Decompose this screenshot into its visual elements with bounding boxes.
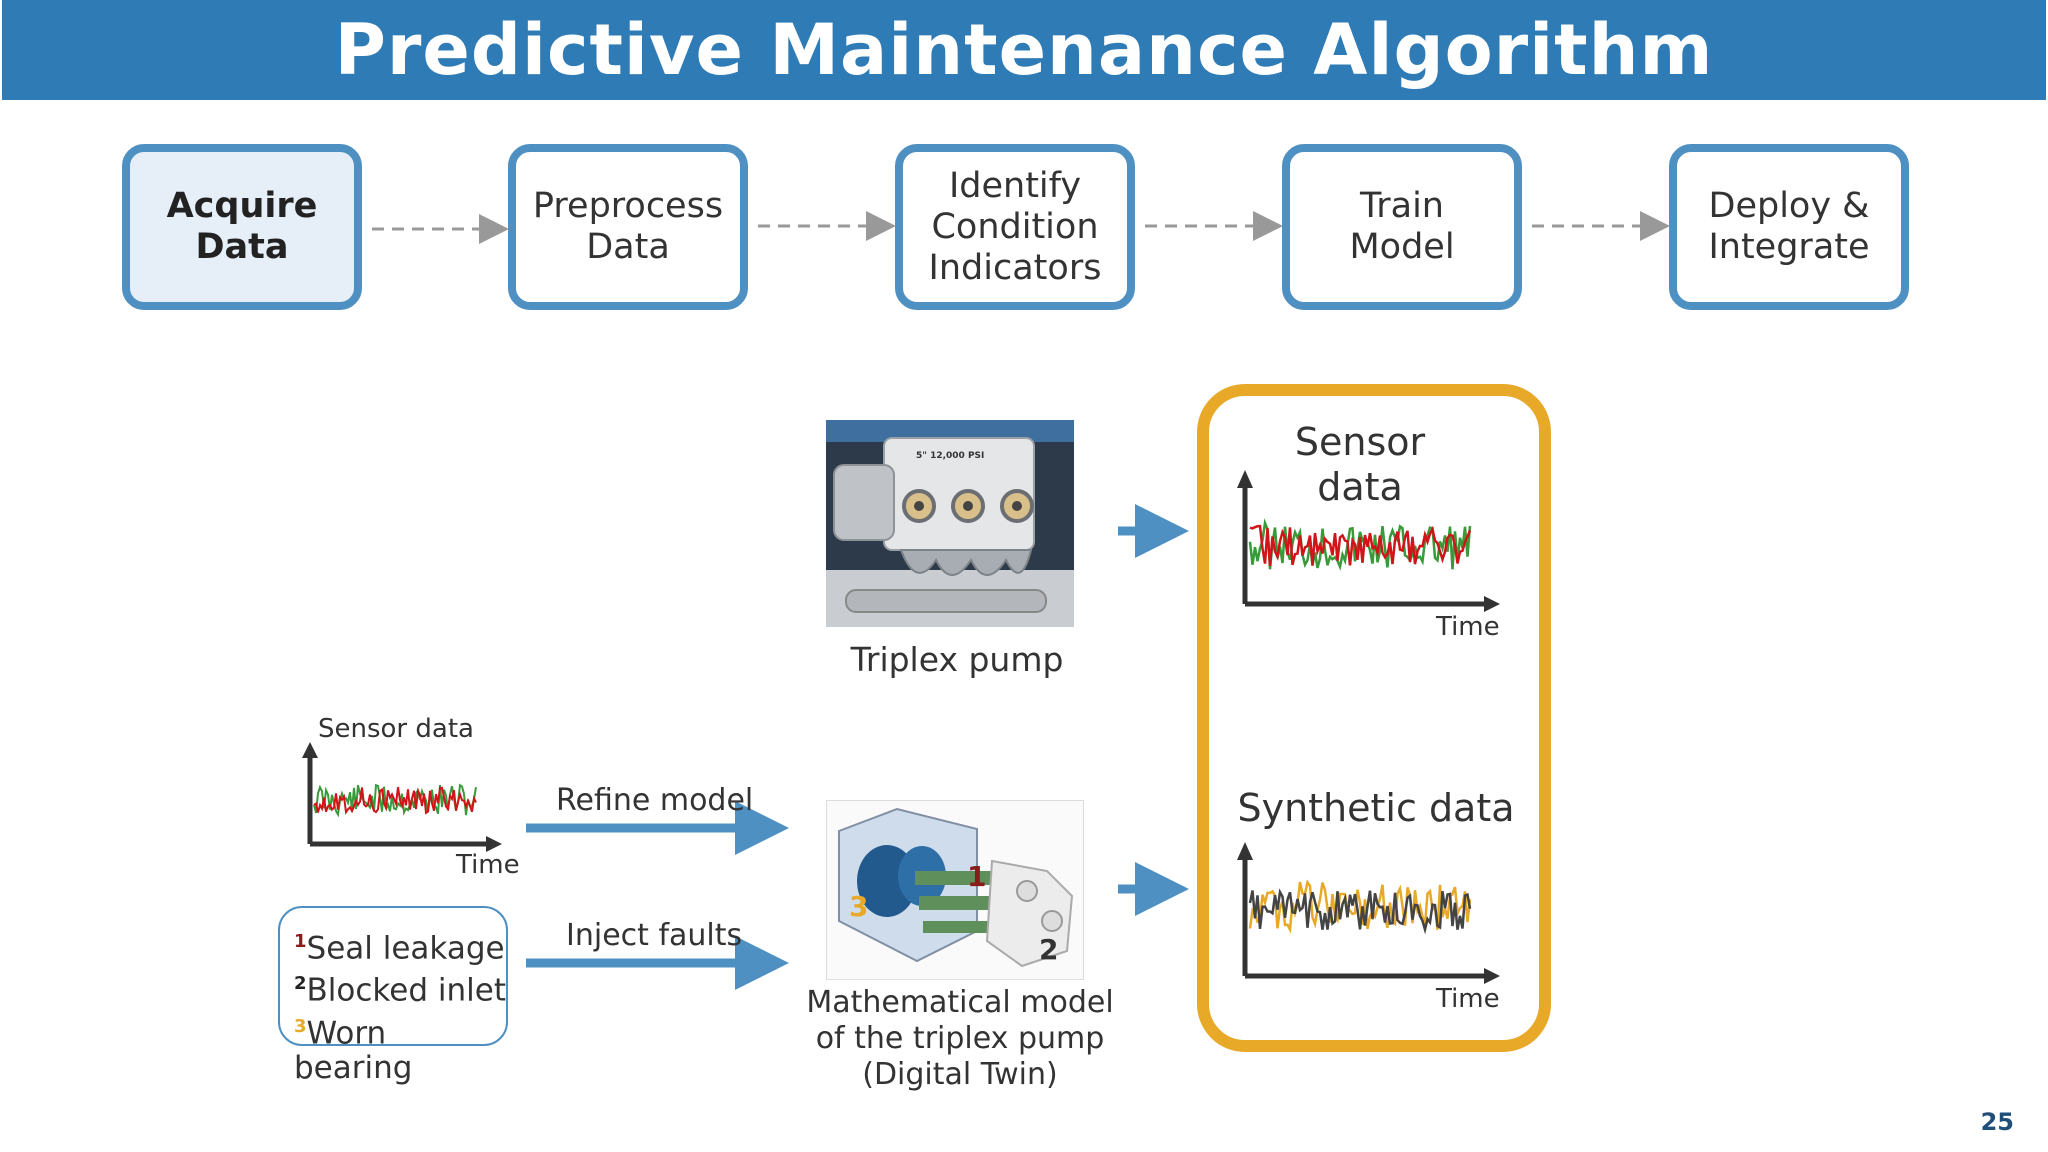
fault-item-1: 1Seal leakage bbox=[280, 924, 506, 966]
fault-label-2: Blocked inlet bbox=[306, 972, 506, 1009]
step-acquire-data[interactable]: Acquire Data bbox=[122, 144, 362, 310]
sensor-data-chart bbox=[1237, 470, 1500, 612]
title-bar: Predictive Maintenance Algorithm bbox=[2, 0, 2046, 100]
fault-num-2: 2 bbox=[294, 973, 307, 995]
math-model-caption: Mathematical model of the triplex pump (… bbox=[806, 985, 1114, 1092]
triplex-pump-photo: 5" 12,000 PSI bbox=[826, 420, 1074, 627]
step-train-model[interactable]: Train Model bbox=[1282, 144, 1522, 310]
page-number: 25 bbox=[1980, 1108, 2014, 1136]
page-title: Predictive Maintenance Algorithm bbox=[334, 9, 1714, 91]
step-deploy-integrate[interactable]: Deploy & Integrate bbox=[1669, 144, 1909, 310]
model-marker-2: 2 bbox=[1039, 933, 1058, 966]
pump-plate-text: 5" 12,000 PSI bbox=[916, 451, 984, 461]
step-preprocess-data[interactable]: Preprocess Data bbox=[508, 144, 748, 310]
sensor-data-xlabel: Time bbox=[1436, 612, 1500, 642]
synthetic-data-chart bbox=[1237, 842, 1500, 984]
model-marker-1: 1 bbox=[967, 860, 986, 893]
refine-model-label: Refine model bbox=[556, 783, 754, 818]
fault-item-2: 2Blocked inlet bbox=[280, 966, 506, 1008]
fault-label-1: Seal leakage bbox=[306, 930, 505, 967]
fault-num-3: 3 bbox=[294, 1015, 307, 1037]
step-identify-condition-indicators[interactable]: Identify Condition Indicators bbox=[895, 144, 1135, 310]
fault-list: 1Seal leakage 2Blocked inlet 3Worn beari… bbox=[278, 906, 508, 1085]
small-sensor-xlabel: Time bbox=[456, 850, 520, 880]
math-model-image: 1 2 3 bbox=[826, 800, 1084, 980]
synthetic-data-xlabel: Time bbox=[1436, 984, 1500, 1014]
sensor-data-title: Sensor data bbox=[1294, 420, 1426, 509]
fault-label-3: Worn bearing bbox=[294, 1014, 413, 1086]
fault-num-1: 1 bbox=[294, 931, 307, 952]
synthetic-data-title: Synthetic data bbox=[1237, 786, 1515, 830]
fault-item-3: 3Worn bearing bbox=[280, 1009, 506, 1086]
triplex-pump-caption: Triplex pump bbox=[850, 640, 1064, 679]
model-marker-3: 3 bbox=[849, 890, 868, 923]
small-sensor-chart bbox=[302, 742, 502, 852]
inject-faults-label: Inject faults bbox=[566, 918, 743, 953]
data-output-box bbox=[1197, 384, 1551, 1052]
small-sensor-title: Sensor data bbox=[318, 714, 474, 744]
